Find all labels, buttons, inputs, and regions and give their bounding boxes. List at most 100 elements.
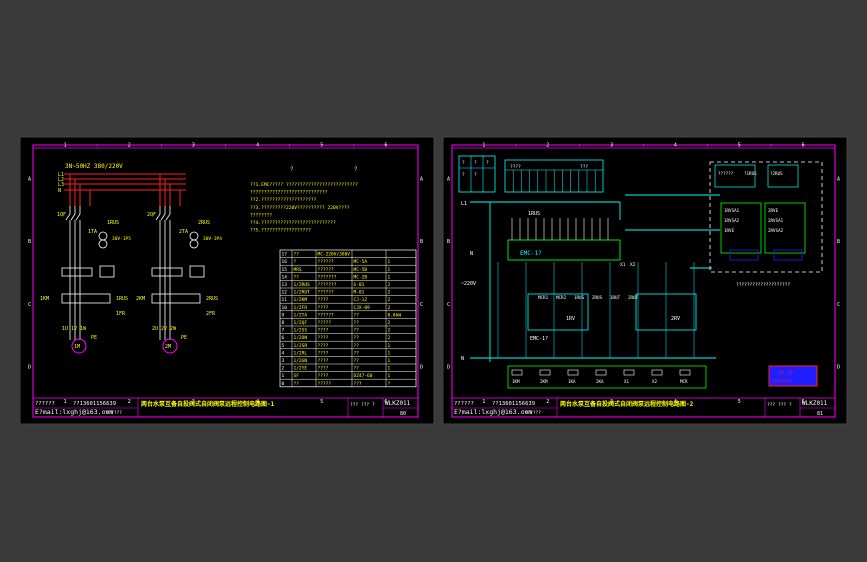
- table-cell: 1: [388, 358, 391, 364]
- emc-pin-label: X2: [630, 262, 636, 268]
- emc-label-2: EMC-1?: [530, 336, 548, 342]
- table-cell: ????: [318, 297, 329, 303]
- table-cell: ????: [318, 366, 329, 372]
- module-label: 2RVSA1: [768, 218, 784, 223]
- table-cell: 8: [282, 320, 285, 326]
- column-label: 4: [256, 143, 259, 149]
- drawing-title: 两台水泵互备自投阀式自闭阀泵远程控制电路图-1: [141, 400, 275, 408]
- dashed-note: ????????????????????: [736, 282, 790, 288]
- column-label: 3: [610, 143, 613, 149]
- motor-label-1: 1M: [74, 344, 80, 350]
- column-label: 3: [610, 399, 613, 405]
- pe-label-1: PE: [91, 335, 97, 341]
- table-cell: 1/2TA: [294, 312, 308, 318]
- note-line: ??3.?????????220V?????????? 220V????: [250, 205, 350, 211]
- table-cell: 1/2SS: [294, 328, 308, 334]
- table-cell: 0.8kW: [388, 312, 402, 318]
- note-line: ????????????????????????????: [250, 190, 328, 196]
- table-cell: 2: [388, 290, 391, 296]
- table-cell: 1/2RUS: [294, 282, 311, 288]
- pe-label-2: PE: [181, 335, 187, 341]
- note-line: ??1.EMC????? ??????????????????????????: [250, 182, 358, 188]
- table-cell: ?: [388, 381, 391, 387]
- table-cell: 1: [388, 274, 391, 280]
- bus-label-l3: L3: [58, 182, 64, 188]
- terminal-label-2: 2U 2V 2W: [152, 326, 177, 332]
- logo-line-2: ????????: [772, 379, 792, 384]
- panel-box-label: ?2RUS: [770, 171, 783, 176]
- table-cell: ??????: [318, 290, 335, 296]
- sensor-label-1: 1RUS: [107, 220, 119, 226]
- row-label: B: [447, 239, 450, 245]
- ct-label-1: 1TA: [88, 229, 97, 235]
- table-cell: 1: [388, 259, 391, 265]
- module-label: 2RVE: [768, 208, 779, 213]
- table-cell: 1/2KM: [294, 297, 308, 303]
- terminal-label: ?: [474, 160, 477, 166]
- coil-label: 2KA: [596, 379, 604, 384]
- column-label: 2: [546, 143, 549, 149]
- table-cell: ??: [354, 328, 360, 334]
- table-cell: ??: [354, 335, 360, 341]
- table-cell: ????: [318, 373, 329, 379]
- motor-circuit-2: 2QF 2RUS 2TA 30V-3P4 2KM 2RUS 2FR 2U 2V …: [136, 206, 222, 354]
- table-cell: 6: [282, 335, 285, 341]
- column-label: 1: [64, 399, 67, 405]
- terminal-header: ???: [580, 164, 588, 170]
- table-cell: ????: [318, 335, 329, 341]
- table-cell: 1: [388, 366, 391, 372]
- column-label: 2: [546, 399, 549, 405]
- panel-box-label: ??????: [718, 171, 734, 176]
- column-label: 6: [802, 399, 805, 405]
- table-cell: MC-5B: [354, 267, 368, 273]
- row-label: A: [420, 176, 423, 182]
- table-cell: 2: [282, 366, 285, 372]
- table-cell: 2: [388, 335, 391, 341]
- row-label: B: [28, 239, 31, 245]
- page-number: 81: [817, 411, 823, 417]
- coil-label: 1KM: [512, 379, 520, 384]
- controller-label-1: 1RV: [566, 316, 575, 322]
- code-box: ?: [372, 402, 375, 408]
- column-label: 6: [384, 399, 387, 405]
- code-box: ???: [361, 402, 369, 408]
- column-label: 2: [128, 399, 131, 405]
- table-cell: 2: [388, 328, 391, 334]
- table-cell: 1/2GN: [294, 358, 308, 364]
- terminal-label: ?: [462, 172, 465, 178]
- table-cell: ????: [318, 358, 329, 364]
- rail-label-l1: L1: [461, 201, 467, 207]
- table-cell: 14: [282, 274, 288, 280]
- rail-label-n2: N: [461, 356, 464, 362]
- table-cell: 3: [282, 358, 285, 364]
- table-cell: CJ-12: [354, 297, 368, 303]
- table-cell: ?: [294, 259, 297, 265]
- terminal-blocks: ????????????: [458, 155, 799, 193]
- row-label: D: [837, 365, 840, 371]
- rail-label-ac: ~220V: [461, 281, 476, 287]
- table-cell: ????: [318, 305, 329, 311]
- table-cell: 1: [388, 373, 391, 379]
- note-line: ??5.??????????????????: [250, 228, 311, 234]
- email-text: E?mail:lxghj@163.com: [454, 408, 532, 416]
- relay-tag: 2RUS: [592, 295, 603, 300]
- column-label: 5: [738, 143, 741, 149]
- table-cell: MC-2B: [354, 274, 368, 280]
- table-cell: 17: [282, 252, 288, 258]
- note-line: ??4.???????????????????????????: [250, 220, 336, 226]
- row-label: D: [447, 365, 450, 371]
- code-box: ???: [778, 402, 786, 408]
- motor-symbol-1: [71, 338, 87, 354]
- table-cell: G-01: [354, 282, 365, 288]
- table-cell: 0: [282, 381, 285, 387]
- model-code: WLKZ011: [802, 400, 828, 407]
- relay-tag: MCR1: [538, 295, 549, 300]
- table-cell: ???: [354, 381, 362, 387]
